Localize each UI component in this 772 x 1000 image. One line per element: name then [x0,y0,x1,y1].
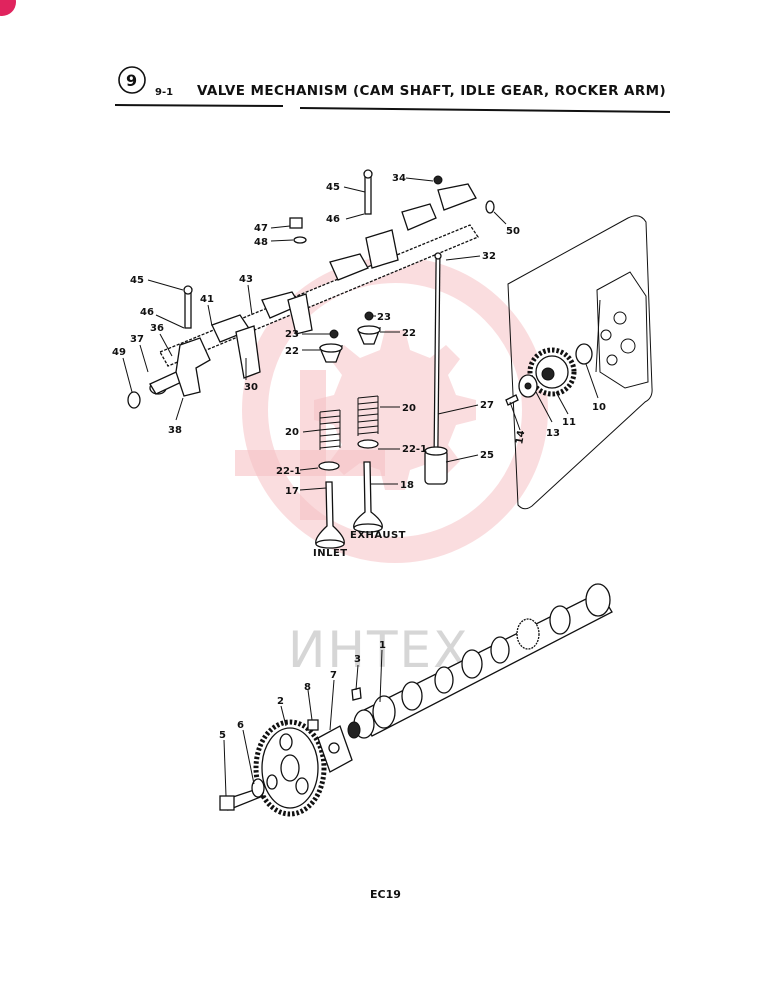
callout-7: 7 [330,670,337,681]
page-title: VALVE MECHANISM (CAM SHAFT, IDLE GEAR, R… [197,83,666,99]
callout-23-left: 23 [285,329,299,340]
corner-marker-icon [0,0,16,16]
thrust-plate [317,725,353,773]
callout-25: 25 [480,450,494,461]
push-rod [433,252,442,451]
bolt-14 [505,394,519,406]
idle-gear [527,347,577,397]
inlet-label: INLET [313,548,348,559]
tappet [424,446,448,485]
callout-41: 41 [200,294,214,305]
camshaft [347,583,613,739]
callout-3: 3 [354,654,361,665]
callout-17: 17 [285,486,299,497]
callout-8: 8 [304,682,311,693]
callout-38: 38 [168,425,182,436]
section-number: 9 [126,71,137,90]
section-badge-circle [118,66,146,94]
callout-1: 1 [379,640,386,651]
callout-45-upper: 45 [326,182,340,193]
callout-13: 13 [546,428,560,439]
callout-36: 36 [150,323,164,334]
callout-18: 18 [400,480,414,491]
callout-14: 14 [514,429,527,445]
figure-code: EC19 [370,888,401,901]
exhaust-label: EXHAUST [350,530,406,541]
gear-bolt [219,719,319,811]
callout-22-1-right: 22-1 [402,444,427,455]
callout-numbers: 45 34 46 47 48 50 32 45 43 41 46 36 37 4… [112,173,606,741]
callout-50: 50 [506,226,520,237]
idle-gear-shaft [518,343,593,398]
callout-48: 48 [254,237,268,248]
rocker-bolts [127,169,495,409]
valve-springs [318,395,379,471]
valves [315,461,383,549]
header-rule-right [299,107,671,113]
callout-46-upper: 46 [326,214,340,225]
callout-10: 10 [592,402,606,413]
valve-caps [319,311,381,363]
rocker-arms [175,183,477,397]
callout-22-1-left: 22-1 [276,466,301,477]
callout-27: 27 [480,400,494,411]
callout-22-left: 22 [285,346,299,357]
callout-20-left: 20 [285,427,299,438]
callout-5: 5 [219,730,226,741]
callout-20-right: 20 [402,403,416,414]
callout-45-lower: 45 [130,275,144,286]
callout-30: 30 [244,382,258,393]
callout-47: 47 [254,223,268,234]
callout-2: 2 [277,696,284,707]
callout-22-right: 22 [402,328,416,339]
section-subnumber: 9-1 [155,87,173,98]
callout-32: 32 [482,251,496,262]
callout-6: 6 [237,720,244,731]
callout-43: 43 [239,274,253,285]
idle-gear-panel [507,215,653,510]
callout-11: 11 [562,417,576,428]
callout-49: 49 [112,347,126,358]
watermark-text: ИНТЕХ [288,621,469,679]
leader-lines [122,177,599,797]
cam-gear [253,719,327,817]
callout-46-lower: 46 [140,307,154,318]
callout-23-right: 23 [377,312,391,323]
engine-block-fragment [595,271,649,389]
callout-34: 34 [392,173,406,184]
header-rule-left [114,104,284,107]
callout-37: 37 [130,334,144,345]
